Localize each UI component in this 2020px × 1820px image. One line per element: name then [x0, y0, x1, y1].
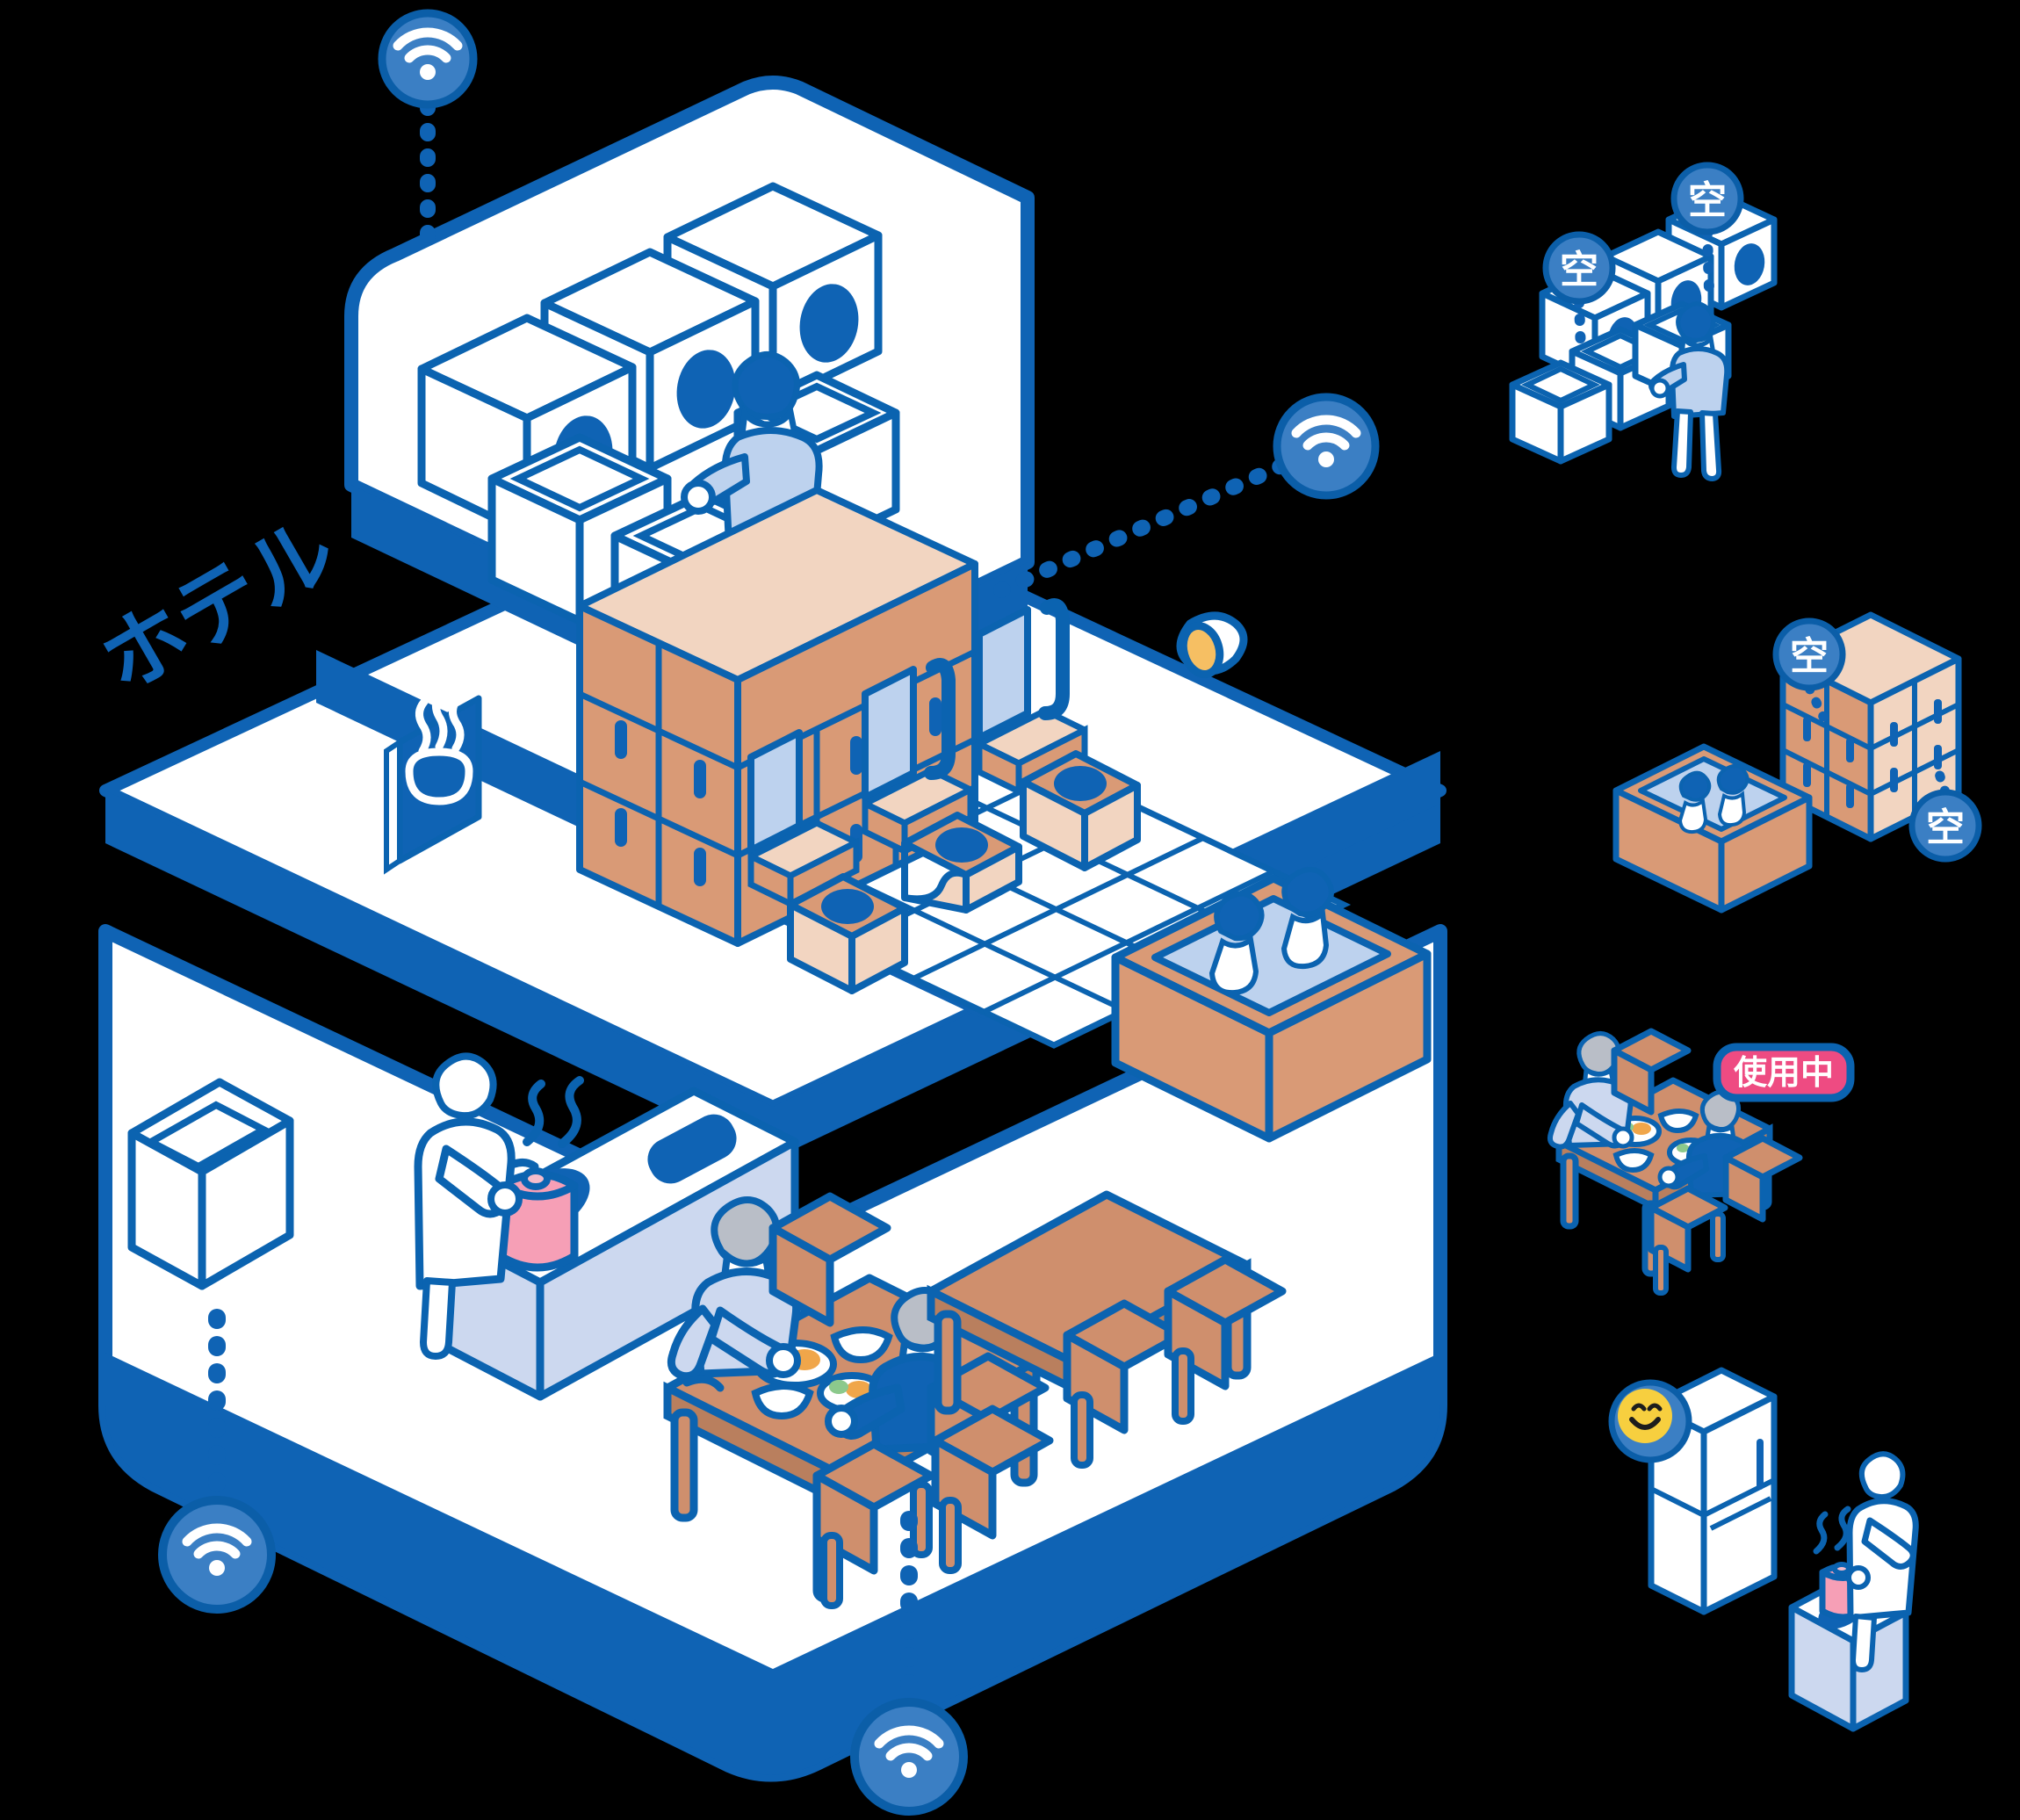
badge-label: 空: [1688, 178, 1727, 223]
hotel-building-group: ホテル: [84, 76, 1447, 1782]
laundry-status-scene: 空 空: [1509, 162, 1778, 481]
status-badge-vacant[interactable]: 空: [1772, 618, 1846, 691]
bathtub-with-bathers: [1612, 743, 1813, 914]
wifi-leader-dots: [993, 458, 1290, 598]
dining-status-scene: 使用中: [1547, 1028, 1855, 1296]
person-loading-laundry: [1648, 301, 1730, 481]
wifi-icon-node[interactable]: [378, 9, 478, 109]
badge-leader: [1574, 296, 1586, 357]
status-legend-column: 空 空: [1509, 162, 1982, 1732]
status-badge-vacant[interactable]: 空: [1908, 789, 1982, 863]
bath-stool: [1020, 750, 1141, 871]
bath-floor-room: [384, 487, 1432, 1143]
status-badge-vacant[interactable]: 空: [1542, 231, 1616, 305]
kitchen-status-scene: [1608, 1367, 1919, 1732]
bather: [1208, 891, 1265, 996]
left-appliance: [127, 1078, 294, 1290]
status-badge-vacant[interactable]: 空: [1670, 162, 1744, 235]
wifi-icon-node[interactable]: [158, 1496, 276, 1614]
dining-chair-back: [768, 1224, 834, 1327]
badge-label: 使用中: [1734, 1053, 1834, 1092]
page-title: ホテル: [84, 500, 352, 711]
dining-chair: [931, 1405, 1054, 1574]
dryer-unit: [487, 433, 672, 625]
dining-chair-back: [1722, 1154, 1766, 1223]
dining-floor-room: [127, 1052, 1287, 1609]
wifi-icon-node[interactable]: [850, 1698, 968, 1816]
chef-person: [414, 1052, 523, 1360]
badge-label: 空: [1560, 248, 1598, 292]
bather: [1281, 867, 1334, 970]
badge-leader: [1702, 227, 1714, 295]
gold-coin: [1176, 611, 1248, 678]
badge-leader: [1804, 682, 1829, 722]
shower-station: [862, 658, 974, 856]
status-badge-happy[interactable]: [1608, 1379, 1692, 1463]
dining-chair: [812, 1440, 935, 1609]
bather: [1716, 764, 1749, 827]
onsen-sign: [384, 688, 482, 875]
wifi-icon-node[interactable]: [1273, 393, 1380, 500]
hotel-title-label: ホテル: [84, 500, 352, 711]
bath-stool: [787, 873, 908, 994]
dining-table-secondary: [927, 1190, 1287, 1469]
badge-label: 空: [1790, 634, 1829, 679]
status-badge-in-use[interactable]: 使用中: [1713, 1043, 1855, 1102]
laundry-room: [417, 182, 900, 661]
badge-label: 空: [1926, 805, 1965, 850]
bathtub-with-bathers: [1111, 867, 1432, 1143]
dining-chair: [1164, 1255, 1287, 1425]
diner-person-child: [825, 1287, 970, 1454]
wifi-node-group: [158, 9, 1380, 1816]
chef-person: [1846, 1451, 1919, 1672]
dining-chair: [1648, 1185, 1728, 1296]
dryer-unit: [1509, 359, 1612, 465]
shower-station: [747, 729, 860, 909]
bath-locker-status-scene: 空 空: [1612, 611, 1982, 914]
bath-stool: [901, 812, 1022, 914]
dining-chair-back: [1611, 1047, 1655, 1116]
badge-leader: [1931, 761, 1951, 798]
bather: [1677, 770, 1712, 834]
